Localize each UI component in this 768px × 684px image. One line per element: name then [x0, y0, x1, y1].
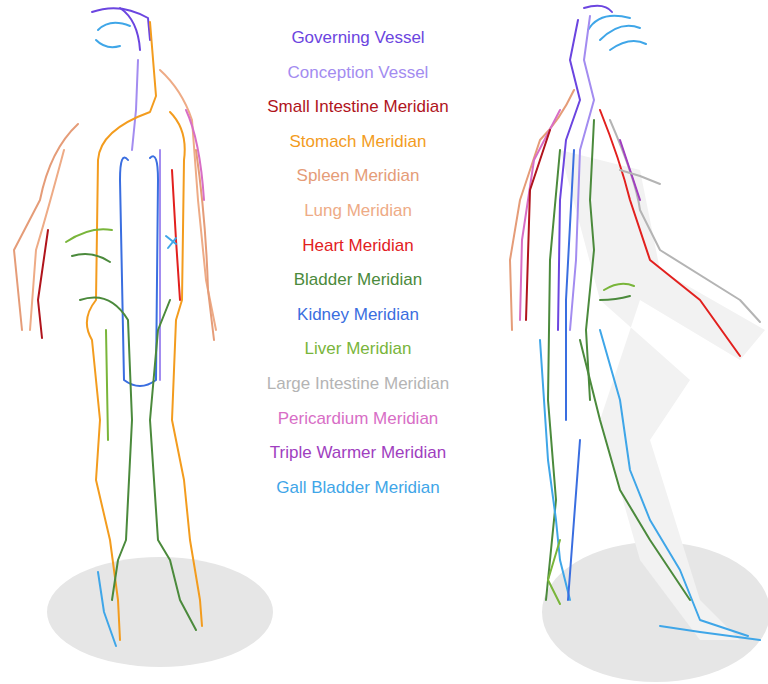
legend-entry: Large Intestine Meridian	[238, 367, 478, 402]
legend-entry: Stomach Meridian	[238, 125, 478, 160]
legend-label: Spleen Meridian	[297, 166, 420, 185]
legend-label: Heart Meridian	[302, 236, 414, 255]
legend-entry: Governing Vessel	[238, 21, 478, 56]
legend-label: Lung Meridian	[304, 201, 412, 220]
legend-entry: Lung Meridian	[238, 194, 478, 229]
legend-entry: Triple Warmer Meridian	[238, 436, 478, 471]
front-figure	[14, 8, 216, 646]
legend-label: Bladder Meridian	[294, 270, 423, 289]
legend-label: Kidney Meridian	[297, 305, 419, 324]
legend-label: Triple Warmer Meridian	[270, 443, 446, 462]
legend-entry: Conception Vessel	[238, 56, 478, 91]
legend-label: Governing Vessel	[291, 28, 424, 47]
legend-entry: Gall Bladder Meridian	[238, 471, 478, 506]
legend-label: Liver Meridian	[305, 339, 412, 358]
legend-entry: Bladder Meridian	[238, 263, 478, 298]
side-figure	[510, 6, 760, 640]
legend-label: Large Intestine Meridian	[267, 374, 449, 393]
meridian-legend: Governing VesselConception VesselSmall I…	[238, 21, 478, 505]
legend-label: Pericardium Meridian	[278, 409, 439, 428]
legend-label: Gall Bladder Meridian	[276, 478, 439, 497]
legend-entry: Kidney Meridian	[238, 298, 478, 333]
ground-shadow	[47, 557, 273, 667]
legend-label: Stomach Meridian	[289, 132, 426, 151]
legend-entry: Small Intestine Meridian	[238, 90, 478, 125]
legend-entry: Spleen Meridian	[238, 159, 478, 194]
legend-label: Conception Vessel	[288, 63, 429, 82]
legend-entry: Pericardium Meridian	[238, 402, 478, 437]
legend-label: Small Intestine Meridian	[267, 97, 448, 116]
legend-entry: Heart Meridian	[238, 229, 478, 264]
legend-entry: Liver Meridian	[238, 332, 478, 367]
figure-silhouette	[560, 150, 765, 640]
